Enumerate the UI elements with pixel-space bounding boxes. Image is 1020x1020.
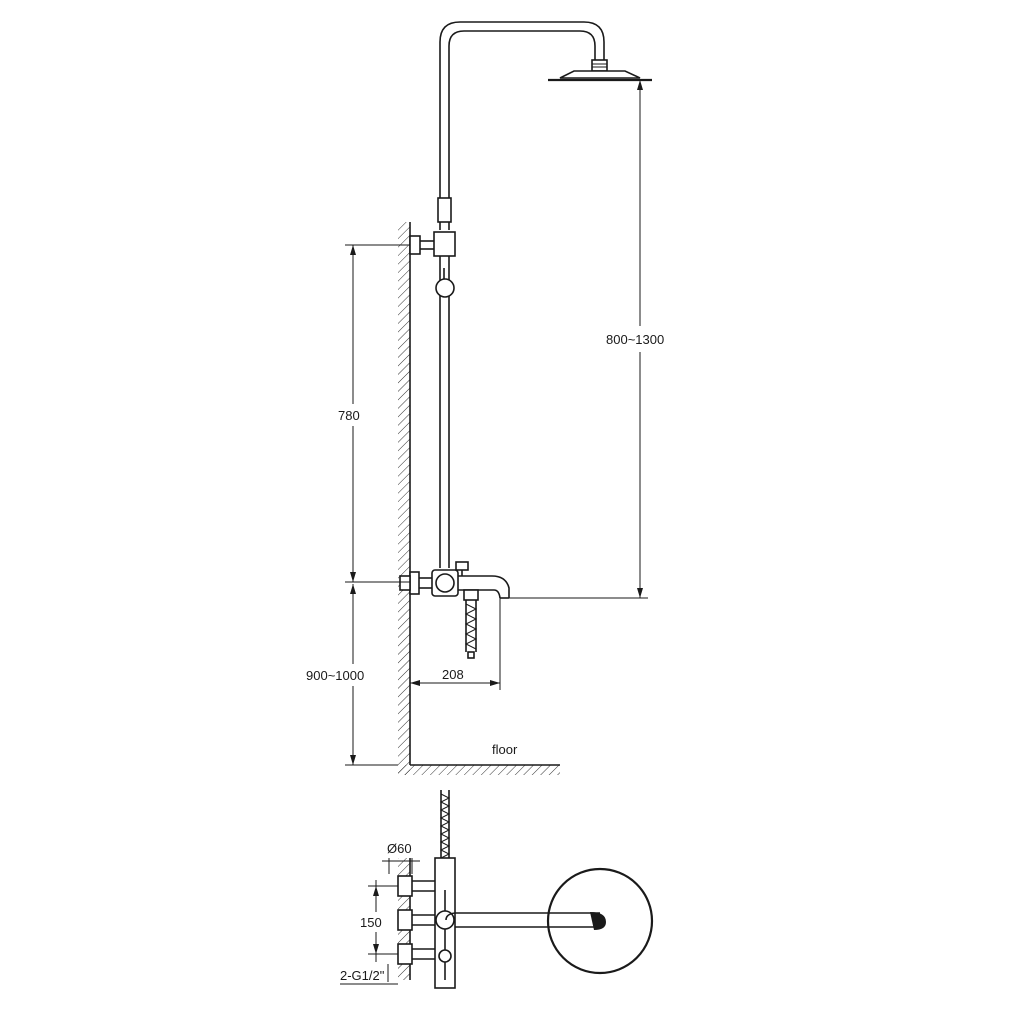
floor-slab	[398, 764, 560, 775]
shower-height-label: 800~1300	[606, 332, 664, 347]
plan-connector-mid	[397, 909, 435, 931]
diameter-label: Ø60	[387, 841, 412, 856]
riser-pipe	[437, 21, 605, 568]
plan-shower-arm	[445, 912, 606, 930]
wall	[398, 222, 411, 775]
hose	[464, 600, 478, 659]
bar-height-label: 780	[338, 408, 360, 423]
spout-reach-label: 208	[442, 667, 464, 682]
dim-mixer-height	[300, 584, 398, 766]
dim-inlet-spacing	[368, 880, 398, 962]
inlet-thread-label: 2-G1/2"	[340, 968, 385, 983]
plan-knob	[435, 910, 455, 930]
mixer-height-label: 900~1000	[306, 668, 364, 683]
plan-connector-top	[397, 875, 435, 897]
mixer	[399, 561, 510, 601]
shower-head	[548, 59, 652, 82]
dim-shower-height	[509, 79, 680, 599]
floor-label: floor	[492, 742, 518, 757]
plan-shower-head	[546, 867, 654, 975]
plan-view: Ø60 150 2-G1/2"	[340, 790, 654, 989]
dim-inlet-thread	[340, 964, 398, 985]
dim-bar-height	[336, 244, 410, 583]
wall-bracket-top	[409, 231, 456, 257]
dim-diameter	[382, 858, 420, 874]
inlet-spacing-label: 150	[360, 915, 382, 930]
plan-connector-bottom	[397, 943, 435, 965]
side-elevation: floor	[300, 21, 680, 775]
slider-knob	[435, 268, 455, 298]
dim-spout-reach	[410, 598, 501, 690]
